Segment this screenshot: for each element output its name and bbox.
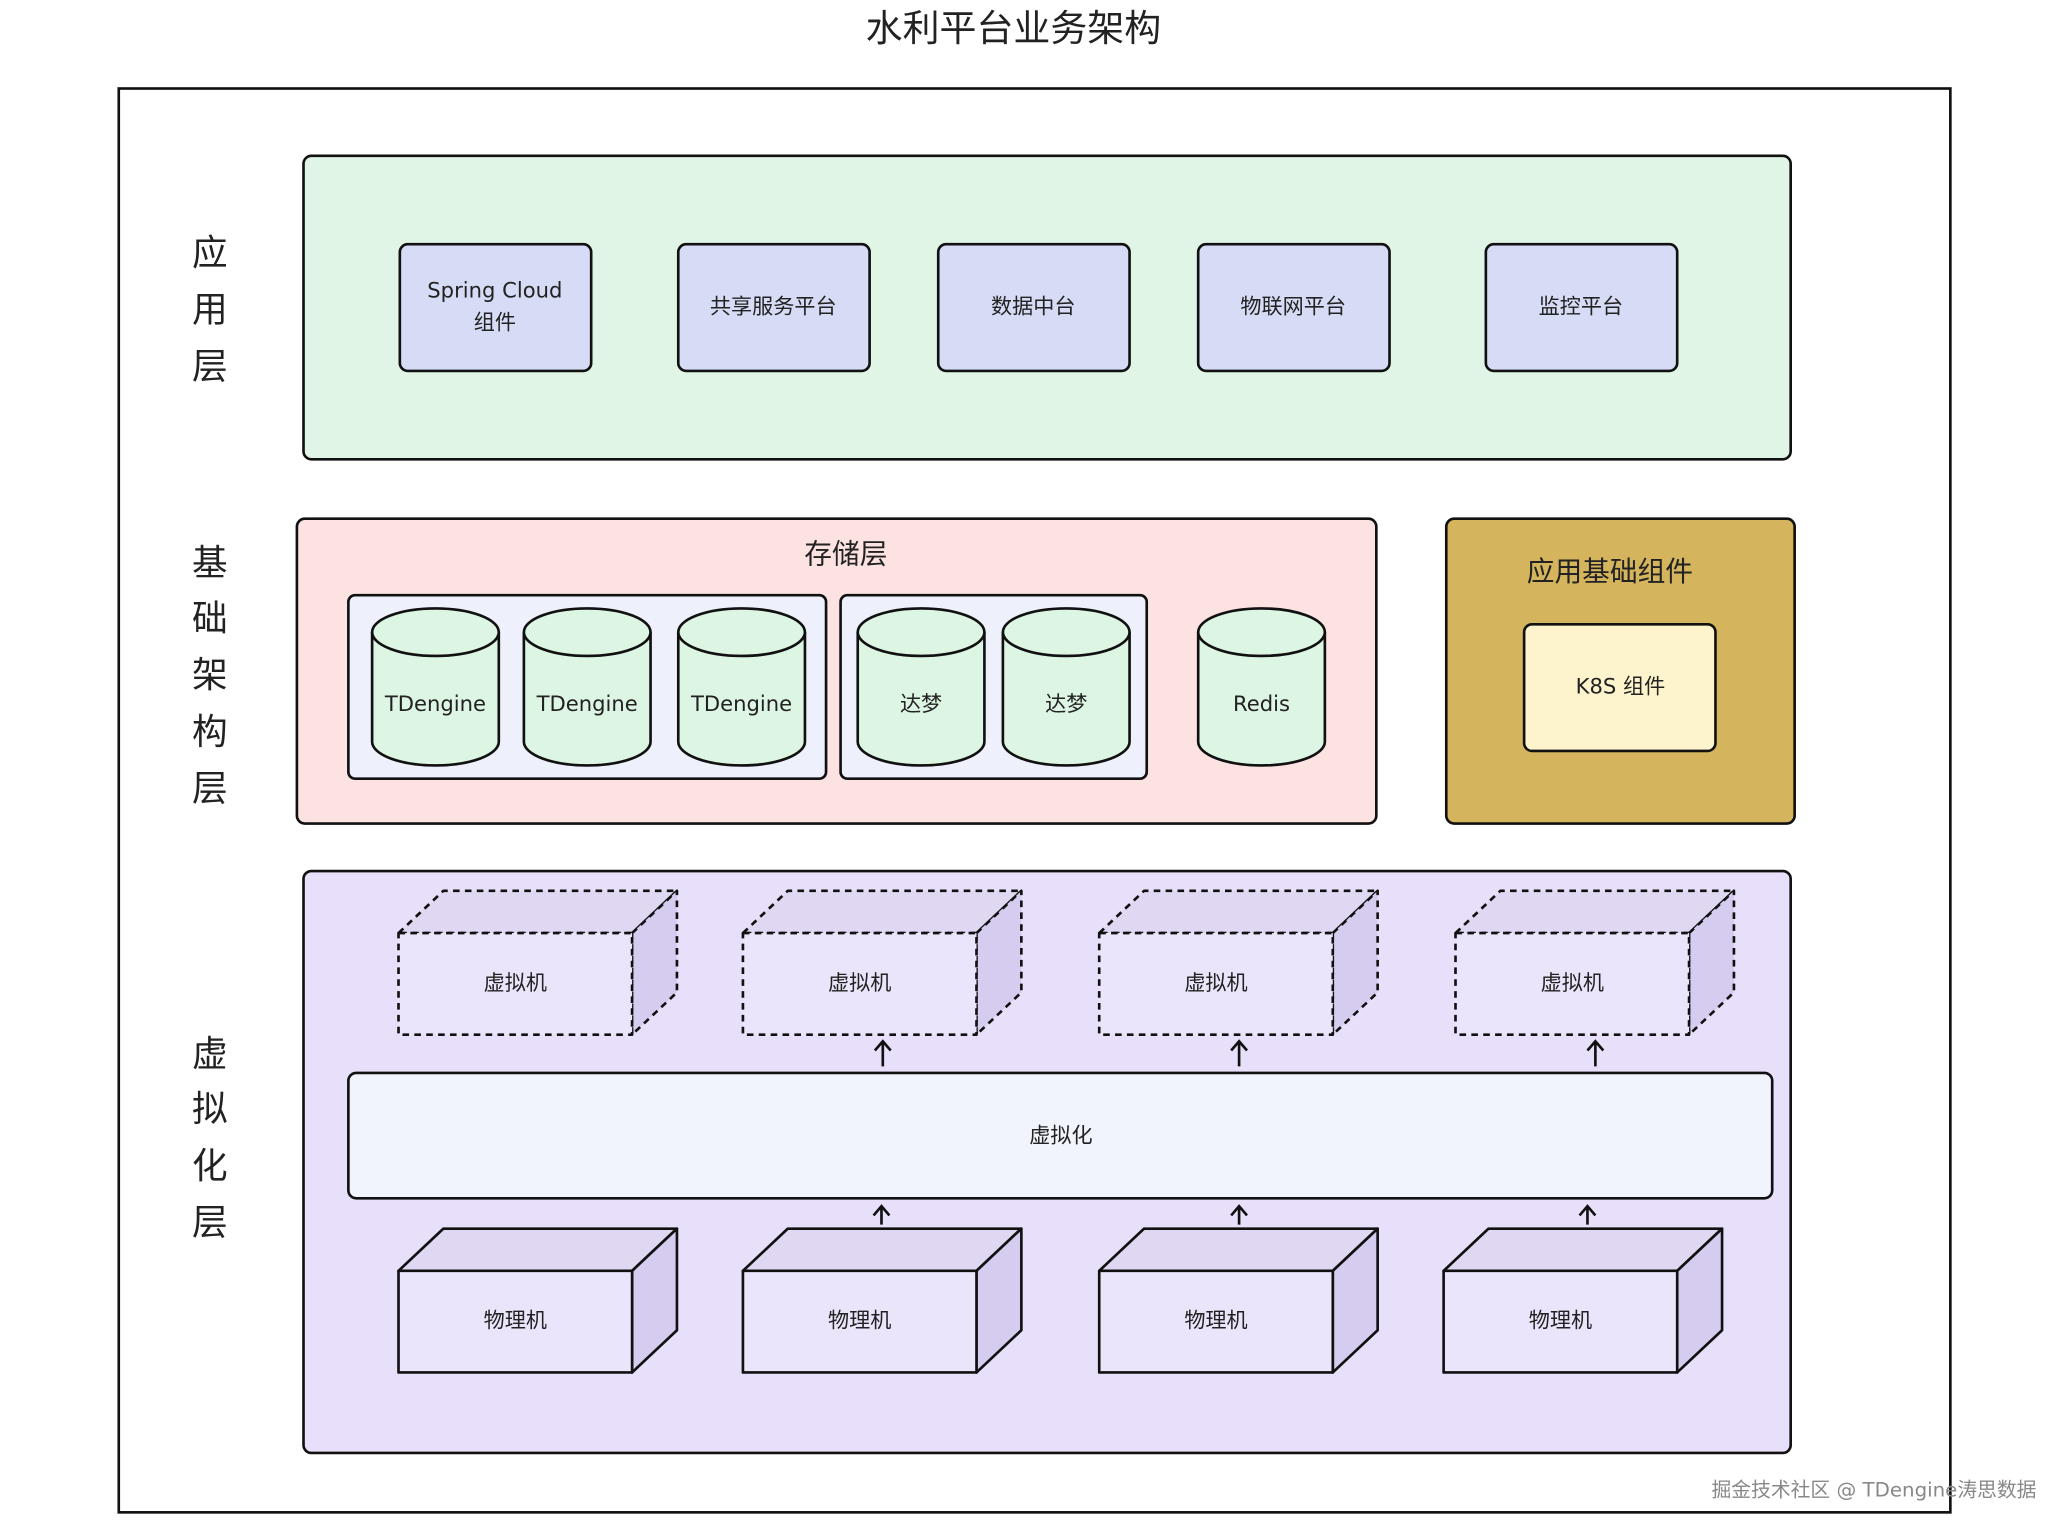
- app-service-label: Spring Cloud: [427, 278, 562, 303]
- arrow-up-icon: [872, 1204, 891, 1225]
- diagram-title: 水利平台业务架构: [866, 7, 1162, 50]
- database-label: Redis: [1233, 691, 1290, 716]
- storage-layer-title: 存储层: [804, 538, 887, 571]
- hypervisor-label: 虚拟化: [1029, 1122, 1092, 1147]
- database-label: 达梦: [1045, 691, 1087, 716]
- app-service-label: 监控平台: [1539, 294, 1623, 319]
- database-label: TDengine: [690, 691, 792, 716]
- arrow-up-icon: [1578, 1204, 1597, 1225]
- side-label-application: 应: [192, 233, 228, 274]
- physical-machine: 物理机: [1097, 1227, 1379, 1374]
- app-service-label: 数据中台: [991, 294, 1075, 319]
- app-service-box: [1196, 242, 1391, 373]
- virtual-machine: 虚拟机: [397, 889, 679, 1036]
- hypervisor: [347, 1071, 1774, 1200]
- virtual-machine: 虚拟机: [1097, 889, 1379, 1036]
- physical-machine-label: 物理机: [828, 1308, 891, 1333]
- side-label-infrastructure: 础: [192, 598, 228, 639]
- watermark: 掘金技术社区 @ TDengine涛思数据: [1712, 1479, 2037, 1502]
- physical-machine: 物理机: [397, 1227, 679, 1374]
- side-label-virtualization: 化: [192, 1146, 228, 1187]
- side-label-virtualization: 层: [192, 1203, 228, 1244]
- side-label-virtualization: 拟: [192, 1089, 228, 1130]
- database-cylinder: Redis: [1196, 607, 1327, 767]
- arrow-up-icon: [1586, 1039, 1605, 1067]
- app-service-label: 物联网平台: [1240, 294, 1346, 319]
- database-cylinder: TDengine: [370, 607, 501, 767]
- side-label-infrastructure: 构: [192, 712, 228, 753]
- database-cylinder: 达梦: [856, 607, 986, 767]
- arrow-up-icon: [1230, 1039, 1249, 1067]
- database-cylinder: 达梦: [1001, 607, 1131, 767]
- side-label-infrastructure: 层: [192, 769, 228, 810]
- app-service-box: [936, 242, 1131, 373]
- side-label-infrastructure: 架: [192, 655, 228, 696]
- side-label-application: 用: [192, 290, 228, 331]
- database-cylinder: TDengine: [522, 607, 652, 767]
- virtual-machine: 虚拟机: [741, 889, 1023, 1036]
- database-cylinder: TDengine: [676, 607, 807, 767]
- physical-machine: 物理机: [741, 1227, 1023, 1374]
- physical-machine-label: 物理机: [1184, 1308, 1247, 1333]
- virtual-machine-label: 虚拟机: [1541, 970, 1604, 995]
- app-service-box: [676, 242, 871, 373]
- side-label-infrastructure: 基: [192, 543, 228, 584]
- app-service-label: 共享服务平台: [710, 294, 837, 319]
- physical-machine-label: 物理机: [484, 1308, 547, 1333]
- arrow-up-icon: [1230, 1204, 1249, 1225]
- base-components-title: 应用基础组件: [1527, 555, 1693, 588]
- database-label: TDengine: [536, 691, 638, 716]
- app-service-box: [1484, 242, 1679, 373]
- virtual-machine-label: 虚拟机: [828, 970, 891, 995]
- arrow-up-icon: [873, 1039, 892, 1067]
- side-label-virtualization: 虚: [192, 1034, 228, 1075]
- virtual-machine: 虚拟机: [1454, 889, 1736, 1036]
- database-label: 达梦: [900, 691, 942, 716]
- app-service-label: 组件: [474, 309, 516, 334]
- app-service-box: [398, 242, 593, 373]
- physical-machine-label: 物理机: [1529, 1308, 1592, 1333]
- virtual-machine-label: 虚拟机: [484, 970, 547, 995]
- virtual-machine-label: 虚拟机: [1184, 970, 1247, 995]
- physical-machine: 物理机: [1442, 1227, 1724, 1374]
- k8s-component: [1522, 622, 1717, 753]
- database-label: TDengine: [384, 691, 486, 716]
- k8s-label: K8S 组件: [1576, 674, 1666, 699]
- side-label-application: 层: [192, 346, 228, 387]
